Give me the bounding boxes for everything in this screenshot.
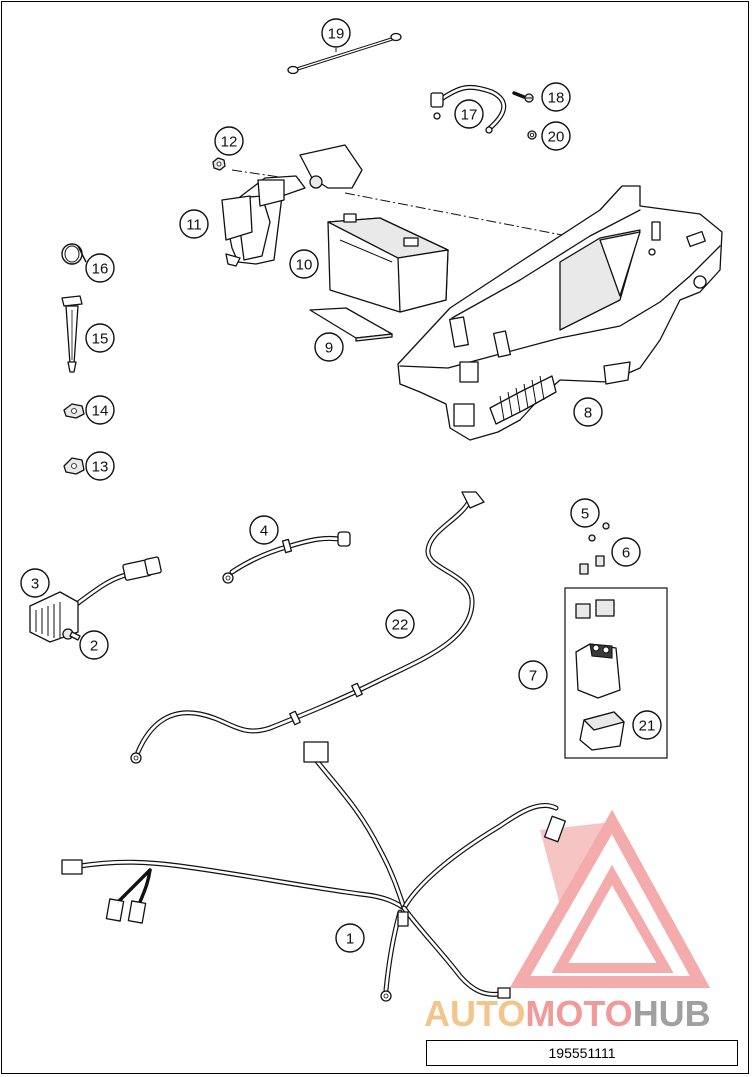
part-22-cable	[130, 491, 485, 764]
part-19-cable	[287, 32, 402, 75]
part-7-starter-relay	[575, 599, 621, 699]
callout-14: 14	[85, 395, 115, 425]
svg-text:7: 7	[529, 668, 537, 685]
part-13-clip	[63, 457, 85, 475]
svg-text:20: 20	[548, 129, 565, 146]
watermark-part-moto: MOTO	[525, 993, 632, 1034]
drawing-number: 195551111	[426, 1040, 738, 1066]
svg-text:12: 12	[221, 134, 238, 151]
watermark-part-auto: AUTO	[424, 993, 525, 1034]
part-11-holder	[221, 144, 363, 267]
part-16-cable-tie	[61, 243, 87, 265]
svg-text:14: 14	[92, 403, 109, 420]
part-18-screw	[524, 93, 534, 103]
svg-text:6: 6	[622, 545, 630, 562]
part-3-regulator	[29, 556, 162, 643]
callout-7: 7	[518, 660, 548, 690]
part-17-cable	[430, 84, 526, 134]
callout-17: 17	[454, 99, 484, 129]
part-6-fuse	[579, 555, 605, 575]
callout-6: 6	[611, 537, 641, 567]
svg-text:2: 2	[90, 638, 98, 655]
svg-text:1: 1	[346, 931, 354, 948]
callout-2: 2	[79, 630, 109, 660]
callout-9: 9	[314, 332, 344, 362]
callout-8: 8	[573, 397, 603, 427]
part-4-cable	[222, 531, 351, 584]
part-21-relay-cap	[579, 711, 625, 751]
svg-text:21: 21	[639, 718, 656, 735]
callout-12: 12	[214, 126, 244, 156]
svg-text:17: 17	[461, 107, 478, 124]
callout-18: 18	[541, 82, 571, 112]
svg-text:13: 13	[92, 459, 109, 476]
part-10-battery	[327, 213, 449, 313]
part-15-cable-tie-holder	[61, 295, 83, 373]
callout-11: 11	[179, 209, 209, 239]
watermark-logo	[509, 809, 711, 988]
callout-3: 3	[20, 568, 50, 598]
part-9-pad	[309, 307, 393, 342]
svg-text:18: 18	[548, 90, 565, 107]
svg-text:11: 11	[186, 217, 202, 234]
callout-21: 21	[632, 710, 662, 740]
svg-text:4: 4	[260, 523, 268, 540]
svg-text:15: 15	[92, 331, 109, 348]
callout-4: 4	[249, 515, 279, 545]
callout-5: 5	[570, 498, 600, 528]
watermark-text: AUTOMOTOHUB	[424, 993, 711, 1034]
watermark-part-hub: HUB	[633, 993, 711, 1034]
svg-text:9: 9	[325, 340, 333, 357]
callout-10: 10	[289, 249, 319, 279]
part-1-main-harness	[61, 741, 566, 1002]
svg-text:22: 22	[392, 617, 409, 634]
svg-text:8: 8	[584, 405, 592, 422]
part-12-nut	[212, 157, 226, 171]
callout-20: 20	[541, 121, 571, 151]
callout-16: 16	[85, 253, 115, 283]
svg-text:5: 5	[581, 506, 589, 523]
svg-text:19: 19	[328, 26, 345, 43]
part-2-screw	[62, 628, 81, 641]
svg-text:16: 16	[92, 261, 109, 278]
part-14-clip	[63, 403, 85, 419]
group-box-7-21	[564, 587, 668, 759]
part-5-screw	[588, 522, 610, 542]
svg-text:10: 10	[296, 257, 313, 274]
callout-19: 19	[321, 18, 351, 48]
svg-text:3: 3	[31, 576, 39, 593]
part-20-nut	[527, 130, 537, 140]
part-8-battery-box	[397, 185, 723, 441]
svg-text:AUTOMOTOHUB: AUTOMOTOHUB	[424, 993, 711, 1034]
callout-22: 22	[385, 609, 415, 639]
callout-15: 15	[85, 323, 115, 353]
callout-13: 13	[85, 451, 115, 481]
callout-1: 1	[335, 923, 365, 953]
